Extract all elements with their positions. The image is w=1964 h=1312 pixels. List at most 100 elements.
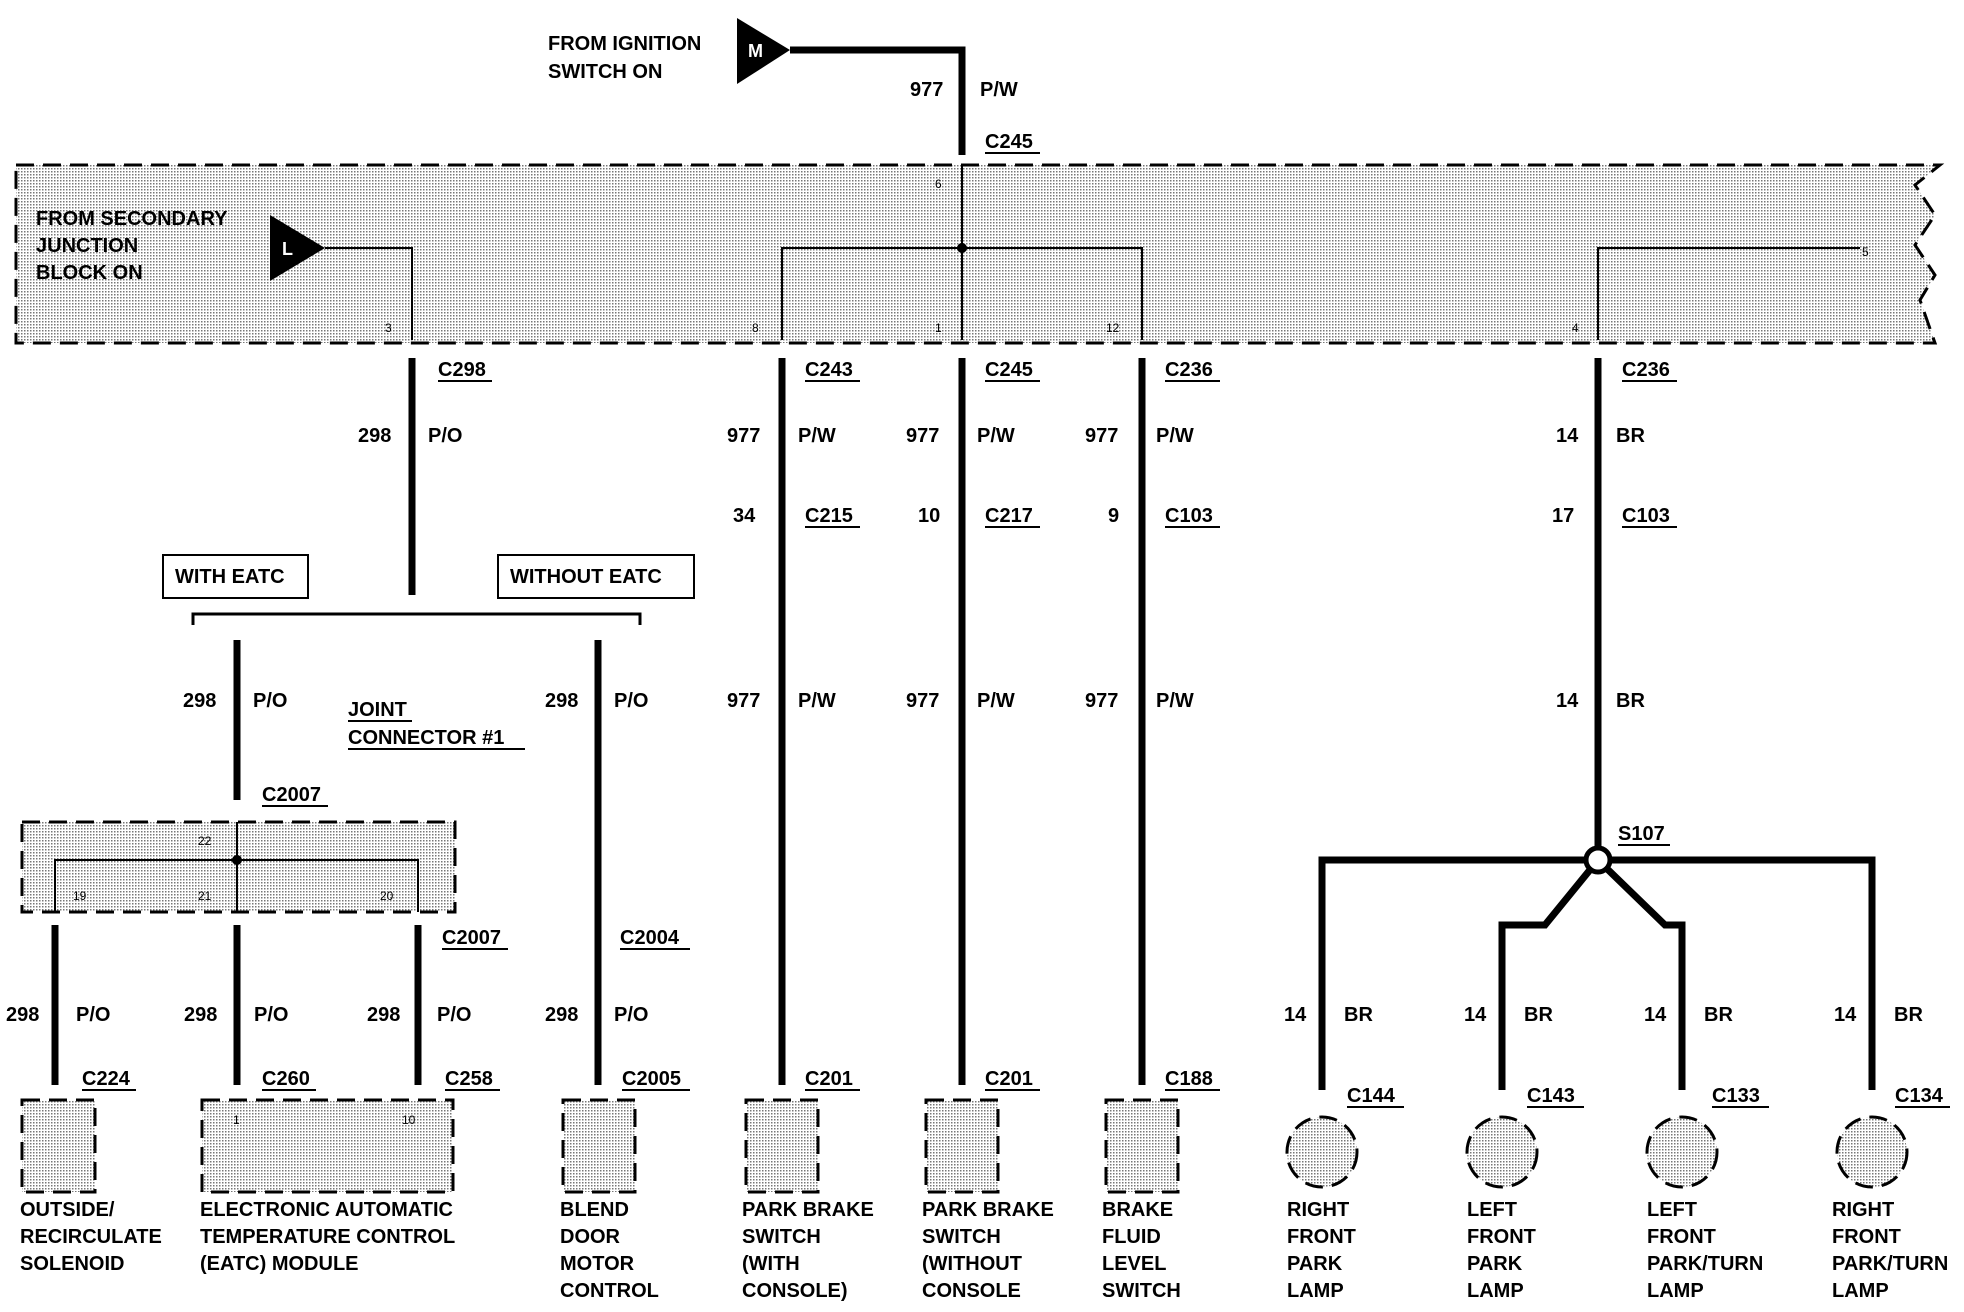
svg-text:P/W: P/W — [977, 425, 1015, 447]
joint-label-2: CONNECTOR #1 — [348, 727, 504, 749]
svg-text:FRONT: FRONT — [1832, 1226, 1901, 1248]
svg-text:BR: BR — [1344, 1004, 1373, 1026]
pin-3: 3 — [385, 321, 392, 335]
svg-text:CONSOLE): CONSOLE) — [742, 1280, 848, 1302]
svg-text:TEMPERATURE CONTROL: TEMPERATURE CONTROL — [200, 1226, 455, 1248]
pin-12: 12 — [1106, 321, 1120, 335]
svg-text:FRONT: FRONT — [1287, 1226, 1356, 1248]
svg-text:C134: C134 — [1895, 1085, 1944, 1107]
svg-text:C217: C217 — [985, 505, 1033, 527]
svg-text:C188: C188 — [1165, 1068, 1213, 1090]
svg-text:C143: C143 — [1527, 1085, 1575, 1107]
svg-text:17: 17 — [1552, 505, 1574, 527]
svg-text:977: 977 — [1085, 690, 1118, 712]
svg-text:(EATC) MODULE: (EATC) MODULE — [200, 1253, 359, 1275]
joint-connector-branch: C2007 298 P/O JOINT CONNECTOR #1 C2007 2… — [20, 640, 525, 1085]
svg-text:PARK BRAKE: PARK BRAKE — [922, 1199, 1054, 1221]
joint-conn-top: C2007 — [262, 784, 321, 806]
svg-text:C260: C260 — [262, 1068, 310, 1090]
svg-text:14: 14 — [1834, 1004, 1857, 1026]
svg-text:9: 9 — [1108, 505, 1119, 527]
svg-text:CONTROL: CONTROL — [560, 1280, 659, 1302]
svg-text:RIGHT: RIGHT — [1832, 1199, 1894, 1221]
svg-text:BRAKE: BRAKE — [1102, 1199, 1173, 1221]
svg-text:P/W: P/W — [798, 425, 836, 447]
svg-text:19: 19 — [73, 889, 87, 903]
svg-text:LEFT: LEFT — [1467, 1199, 1517, 1221]
svg-text:SWITCH: SWITCH — [922, 1226, 1001, 1248]
svg-text:C224: C224 — [82, 1068, 131, 1090]
load-blend-door: C2005 BLEND DOOR MOTOR CONTROL — [560, 1068, 690, 1302]
secondary-symbol: L — [282, 239, 293, 259]
load-brake-fluid: C188 BRAKE FLUID LEVEL SWITCH — [1102, 1068, 1220, 1302]
svg-text:10: 10 — [918, 505, 940, 527]
lamp-icon — [1645, 1115, 1719, 1189]
svg-text:OUTSIDE/: OUTSIDE/ — [20, 1199, 115, 1221]
svg-text:22: 22 — [198, 834, 212, 848]
svg-text:BLEND: BLEND — [560, 1199, 629, 1221]
svg-text:P/O: P/O — [437, 1004, 471, 1026]
svg-text:298: 298 — [545, 690, 578, 712]
eatc-options: WITH EATC WITHOUT EATC — [162, 554, 695, 625]
svg-text:LAMP: LAMP — [1467, 1280, 1524, 1302]
svg-text:C144: C144 — [1347, 1085, 1396, 1107]
ignition-label-2: SWITCH ON — [548, 61, 662, 83]
with-eatc-label: WITH EATC — [175, 566, 285, 588]
svg-text:977: 977 — [727, 690, 760, 712]
svg-text:977: 977 — [906, 425, 939, 447]
lamp-icon — [1285, 1115, 1359, 1189]
svg-text:LEFT: LEFT — [1647, 1199, 1697, 1221]
svg-text:P/W: P/W — [1156, 690, 1194, 712]
svg-text:P/W: P/W — [1156, 425, 1194, 447]
svg-text:MOTOR: MOTOR — [560, 1253, 635, 1275]
svg-text:RIGHT: RIGHT — [1287, 1199, 1349, 1221]
svg-text:P/W: P/W — [798, 690, 836, 712]
pin-6: 6 — [935, 177, 942, 191]
drop-c243: C243 977 P/W 34 C215 977 P/W — [727, 358, 860, 1085]
svg-text:FRONT: FRONT — [1647, 1226, 1716, 1248]
svg-text:298: 298 — [6, 1004, 39, 1026]
svg-text:C245: C245 — [985, 359, 1033, 381]
svg-text:20: 20 — [380, 889, 394, 903]
svg-text:298: 298 — [358, 425, 391, 447]
blend-door-branch: 298 P/O C2004 298 P/O — [545, 640, 690, 1085]
svg-text:BR: BR — [1616, 690, 1645, 712]
lamp-right-front-park: 14 BR C144 RIGHT FRONT PARK LAMP — [1284, 1004, 1404, 1302]
junction-block-outline — [14, 163, 1945, 345]
svg-text:C243: C243 — [805, 359, 853, 381]
svg-text:P/O: P/O — [254, 1004, 288, 1026]
lower-wire-labels: 298 P/O 298 P/O 298 P/O — [6, 1004, 471, 1026]
load-park-brake-console: C201 PARK BRAKE SWITCH (WITH CONSOLE) — [742, 1068, 874, 1302]
secondary-label-1: FROM SECONDARY — [36, 208, 228, 230]
svg-text:977: 977 — [727, 425, 760, 447]
load-eatc-module: C260 C258 1 10 ELECTRONIC AUTOMATIC TEMP… — [200, 1068, 500, 1275]
svg-text:ELECTRONIC AUTOMATIC: ELECTRONIC AUTOMATIC — [200, 1199, 453, 1221]
svg-text:C201: C201 — [985, 1068, 1033, 1090]
svg-text:298: 298 — [367, 1004, 400, 1026]
joint-connector-box — [20, 820, 457, 914]
pin-1: 1 — [935, 321, 942, 335]
svg-text:C236: C236 — [1165, 359, 1213, 381]
lamp-right-front-park-turn: 14 BR C134 RIGHT FRONT PARK/TURN LAMP — [1832, 1004, 1950, 1302]
drop-c245: C245 977 P/W 10 C217 977 P/W — [906, 358, 1040, 1085]
top-color: P/W — [980, 79, 1018, 101]
svg-text:FLUID: FLUID — [1102, 1226, 1161, 1248]
svg-text:14: 14 — [1284, 1004, 1307, 1026]
joint-label-1: JOINT — [348, 699, 407, 721]
svg-text:10: 10 — [402, 1113, 416, 1127]
svg-text:P/O: P/O — [614, 1004, 648, 1026]
svg-text:298: 298 — [184, 1004, 217, 1026]
svg-text:PARK/TURN: PARK/TURN — [1647, 1253, 1763, 1275]
svg-text:14: 14 — [1556, 690, 1579, 712]
ignition-wire — [790, 46, 966, 155]
junction-block: FROM SECONDARY JUNCTION BLOCK ON L 6 3 8… — [14, 163, 1945, 345]
svg-text:1: 1 — [233, 1113, 240, 1127]
lamp-left-front-park-turn: 14 BR C133 LEFT FRONT PARK/TURN LAMP — [1644, 1004, 1769, 1302]
splice-icon — [1583, 845, 1613, 875]
ignition-symbol: M — [748, 41, 763, 61]
ignition-source: FROM IGNITION SWITCH ON M 977 P/W C245 — [548, 18, 1040, 155]
svg-text:LEVEL: LEVEL — [1102, 1253, 1166, 1275]
svg-text:C103: C103 — [1165, 505, 1213, 527]
svg-text:21: 21 — [198, 889, 212, 903]
